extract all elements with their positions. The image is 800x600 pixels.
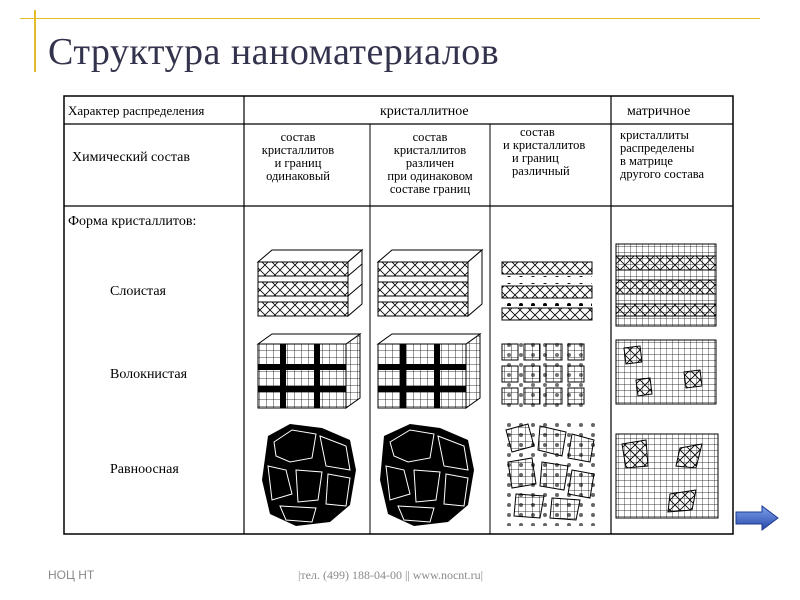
chem-cell-4-line: в матрице (620, 154, 673, 168)
next-slide-button[interactable] (734, 505, 780, 536)
slide-title: Структура наноматериалов (48, 31, 500, 73)
chem-cell-2-line: составе границ (390, 182, 471, 196)
chem-cell-2-line: различен (406, 156, 454, 170)
row-label-equiaxed: Равноосная (110, 462, 179, 477)
header-crystalline: кристаллитное (380, 104, 469, 119)
chem-cell-1-line: кристаллитов (262, 143, 335, 157)
equiaxed-structure-diagram-3 (500, 420, 598, 526)
layered-structure-diagram-1 (256, 248, 364, 318)
chem-cell-2-line: при одинаковом (387, 169, 472, 183)
accent-vertical-line (34, 10, 36, 72)
chem-cell-4-line: другого состава (620, 167, 705, 181)
chem-cell-3-line: и кристаллитов (503, 138, 585, 152)
accent-horizontal-line (20, 18, 760, 19)
equiaxed-matrix-diagram (615, 433, 719, 519)
chem-cell-1-line: одинаковый (266, 169, 330, 183)
equiaxed-structure-diagram-1 (262, 424, 356, 526)
form-label: Форма кристаллитов: (68, 214, 196, 229)
footer-contact: |тел. (499) 188-04-00 || www.nocnt.ru| (298, 568, 484, 582)
fibrous-structure-diagram-2 (376, 333, 482, 409)
chem-cell-3-line: состав (520, 125, 555, 139)
equiaxed-structure-diagram-2 (380, 424, 474, 526)
chem-cell-3-line: и границ (512, 151, 559, 165)
chem-cell-2-line: состав (413, 130, 448, 144)
row-label-fibrous: Волокнистая (110, 367, 188, 382)
chem-cell-4: кристаллиты распределены в матрице друго… (620, 128, 705, 181)
header-matrix: матричное (627, 104, 690, 119)
chem-cell-2-line: кристаллитов (394, 143, 467, 157)
chem-cell-4-line: кристаллиты (620, 128, 689, 142)
fibrous-structure-diagram-3 (500, 340, 590, 412)
chem-cell-1: состав кристаллитов и границ одинаковый (262, 130, 335, 183)
chem-cell-3: состав и кристаллитов и границ различный (503, 125, 585, 178)
row-label-layered: Слоистая (110, 284, 167, 299)
layered-matrix-diagram (615, 243, 717, 327)
right-arrow-icon (735, 505, 779, 531)
chem-cell-4-line: распределены (620, 141, 695, 155)
chem-cell-1-line: состав (281, 130, 316, 144)
chem-cell-3-line: различный (512, 164, 570, 178)
chem-cell-1-line: и границ (275, 156, 322, 170)
fibrous-structure-diagram-1 (256, 333, 362, 409)
layered-structure-diagram-3 (501, 261, 593, 321)
fibrous-matrix-diagram (615, 339, 717, 405)
chem-composition-label: Химический состав (72, 150, 190, 165)
layered-structure-diagram-2 (376, 248, 484, 318)
header-distribution-label: Характер распределения (68, 103, 204, 118)
chem-cell-2: состав кристаллитов различен при одинако… (387, 130, 472, 196)
footer-organization: НОЦ НТ (48, 568, 95, 582)
